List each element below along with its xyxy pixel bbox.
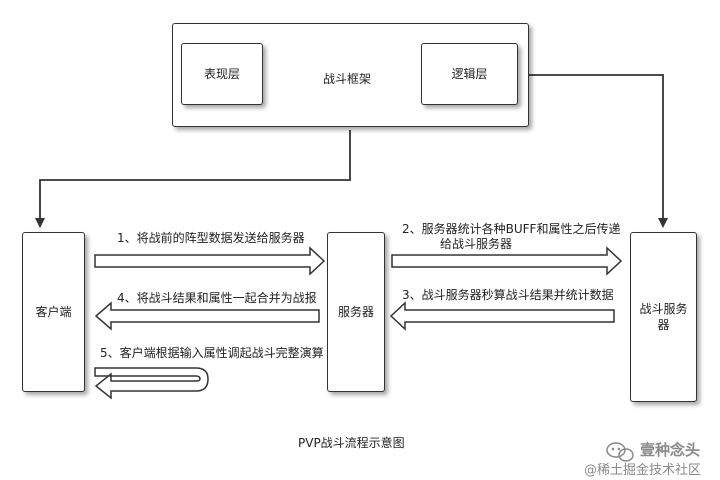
watermark-site: @稀土掘金技术社区: [584, 463, 702, 478]
client-node: 客户端: [22, 232, 85, 392]
watermark-brand: 壹种念头: [640, 441, 701, 459]
step-1-label: 1、将战前的阵型数据发送给服务器: [117, 231, 305, 245]
arrow-battle-server-to-server: [389, 301, 615, 331]
arrow-client-loop: [94, 367, 209, 400]
arrow-server-to-battle-server: [391, 246, 623, 276]
client-label: 客户端: [35, 305, 72, 319]
logic-layer-label: 逻辑层: [451, 67, 488, 81]
server-node: 服务器: [327, 232, 385, 392]
battle-server-label-line1: 战斗服务: [639, 302, 688, 316]
battle-server-label-line2: 器: [657, 318, 670, 332]
logic-layer-box: 逻辑层: [421, 43, 518, 105]
step-2-label-line1: 2、服务器统计各种BUFF和属性之后传递: [402, 222, 621, 236]
battle-framework-title: 战斗框架: [323, 72, 372, 86]
step-4-label: 4、将战斗结果和属性一起合并为战报: [117, 291, 317, 305]
step-5-label: 5、客户端根据输入属性调起战斗完整演算: [100, 346, 324, 360]
battle-framework-box: 表现层 战斗框架 逻辑层: [172, 23, 529, 127]
server-label: 服务器: [337, 305, 374, 319]
arrow-server-to-client: [94, 301, 320, 331]
presentation-layer-box: 表现层: [181, 43, 263, 105]
step-2-label-line2: 给战斗服务器: [440, 237, 513, 251]
battle-server-label: 战斗服务 器: [631, 301, 696, 333]
logic-to-battle-server-connector: [518, 74, 668, 228]
step-3-label: 3、战斗服务器秒算战斗结果并统计数据: [402, 288, 614, 302]
battle-server-node: 战斗服务 器: [630, 232, 697, 402]
framework-to-client-connector: [35, 130, 351, 228]
presentation-layer-label: 表现层: [203, 67, 240, 81]
arrow-client-to-server: [94, 246, 326, 276]
diagram-caption: PVP战斗流程示意图: [298, 436, 405, 450]
